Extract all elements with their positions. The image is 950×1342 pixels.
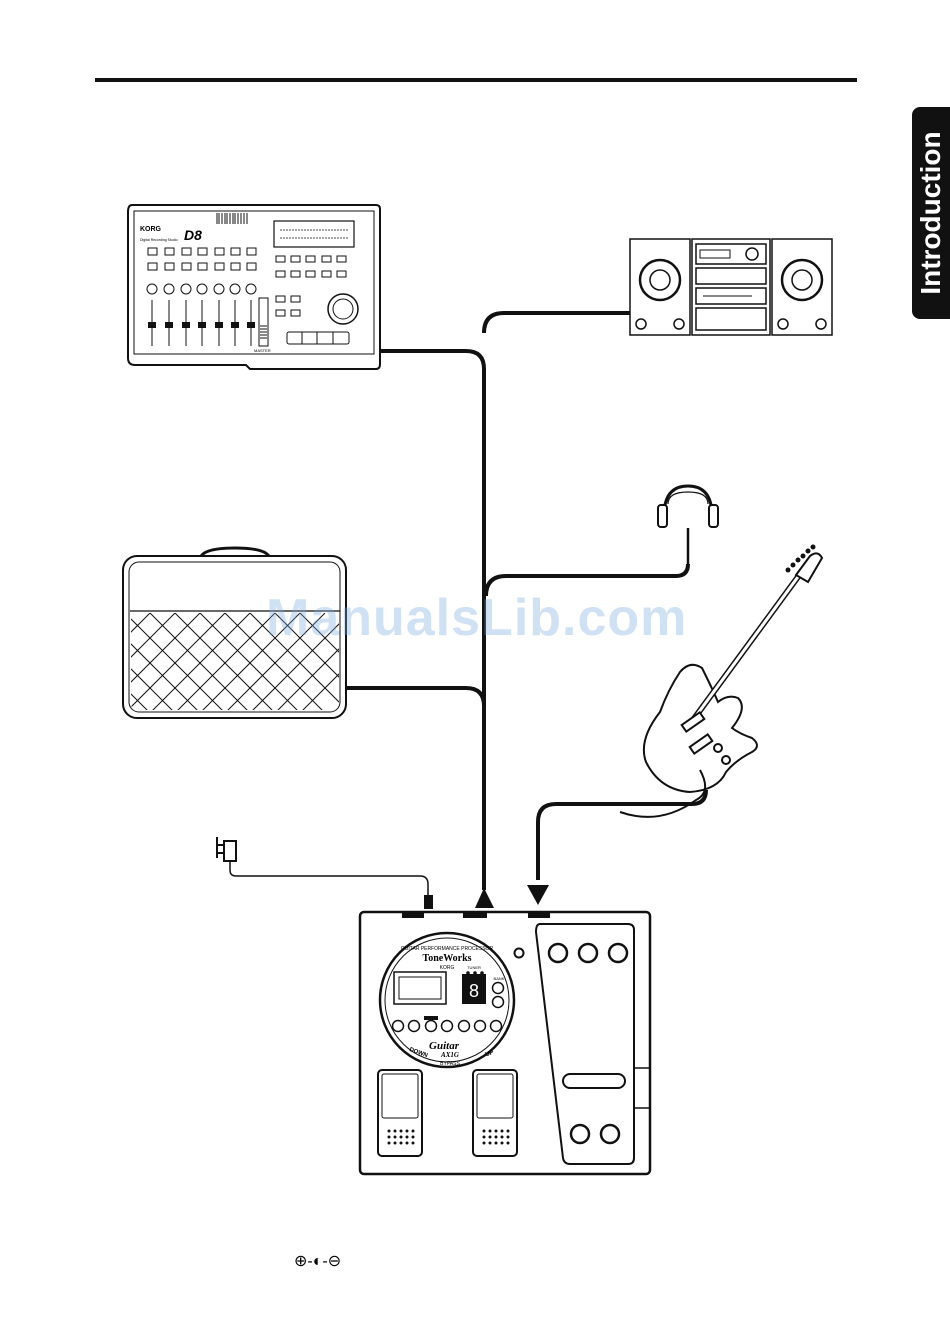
processor-header: GUITAR PERFORMANCE PROCESSOR	[401, 946, 494, 952]
processor-tuner-label: TUNER	[467, 965, 481, 970]
recorder-d8: KORG Digital Recording Studio D8	[128, 205, 380, 369]
footswitch-up	[473, 1070, 517, 1156]
processor-bank-label: BANK	[494, 976, 505, 981]
recorder-model: D8	[184, 227, 202, 243]
recorder-subtitle: Digital Recording Studio	[140, 238, 178, 242]
footswitch-down	[378, 1070, 422, 1156]
recorder-master-label: MASTER	[254, 348, 271, 353]
processor-brand: ToneWorks	[422, 953, 471, 964]
output-arrow	[475, 888, 494, 908]
polarity-symbol: ⊕-◐-⊖	[294, 1253, 341, 1270]
watermark: ManualsLib.com	[266, 588, 687, 648]
top-rule	[95, 78, 857, 82]
headphones	[658, 486, 718, 570]
stereo-system	[630, 239, 832, 335]
section-tab-label: Introduction	[912, 107, 950, 319]
section-tab: Introduction	[912, 107, 950, 319]
electric-guitar	[620, 545, 822, 817]
multi-effects-processor: GUITAR PERFORMANCE PROCESSOR ToneWorks K…	[360, 912, 650, 1174]
processor-model: AX1G	[440, 1051, 459, 1059]
processor-display-digit: 8	[469, 981, 479, 1001]
processor-maker: KORG	[440, 965, 455, 971]
input-arrow	[527, 885, 549, 905]
processor-bypass-label: BYPASS	[440, 1061, 460, 1067]
recorder-brand: KORG	[140, 226, 162, 233]
ac-adapter	[216, 837, 432, 908]
